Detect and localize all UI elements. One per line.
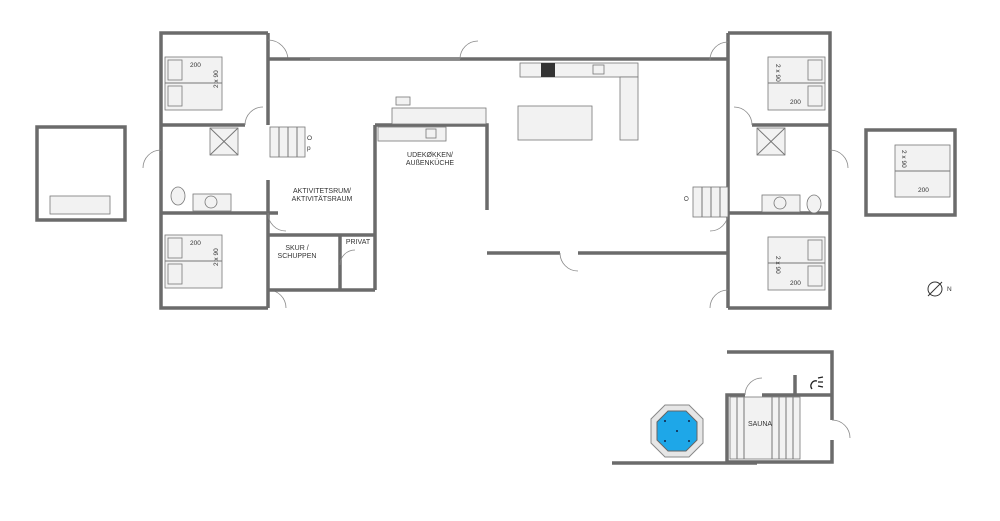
stairs-label: O: [307, 135, 312, 142]
room-label-shed: SKUR /: [285, 245, 308, 252]
right-wing: 200 2 x 90 200 2 x 90 O: [682, 31, 849, 310]
bed-width: 2 x 90: [213, 248, 220, 266]
room-label-activity: AKTIVITETSRUM/: [293, 188, 351, 195]
room-label-activity: AKTIVITÄTSRAUM: [292, 195, 353, 203]
kitchen-counter-side: [619, 76, 639, 141]
stove-icon: [541, 63, 555, 77]
room-label-private: PRIVAT: [346, 239, 371, 246]
right-annex: 200 2 x 90: [864, 128, 957, 217]
room-label-outdoor-kitchen: AUßENKÜCHE: [406, 159, 455, 167]
bed-top-left: 200 2 x 90: [164, 56, 223, 111]
bed-bottom-right: 200 2 x 90: [767, 236, 826, 291]
room-label-sauna: SAUNA: [748, 421, 772, 428]
sauna-benches: [729, 396, 801, 460]
room-label-shed: SCHUPPEN: [278, 253, 317, 260]
left-annex: [35, 125, 127, 222]
sofa-icon: [49, 195, 111, 215]
sink-icon: [592, 64, 605, 75]
bed-top-right: 200 2 x 90: [767, 56, 826, 111]
kitchen-island: [517, 105, 593, 141]
hot-tub: [650, 404, 704, 458]
north-label: N: [947, 286, 952, 293]
bed-length: 200: [190, 62, 201, 69]
bed-width: 2 x 90: [774, 64, 781, 82]
toilet-icon: [170, 186, 186, 206]
bed-width: 2 x 90: [774, 256, 781, 274]
room-label-outdoor-kitchen: UDEKØKKEN/: [407, 152, 453, 159]
toilet-icon: [806, 194, 822, 214]
kitchen-counter: [519, 62, 639, 78]
outdoor-counter: [391, 107, 487, 125]
main-hall: O p AKTIVITETSRUM/ AKTIVITÄTSRAUM SKUR /…: [268, 40, 730, 308]
stairs-label: O: [682, 196, 689, 201]
stairs-right: O: [682, 186, 729, 218]
grill-icon: [395, 96, 411, 106]
bed-bottom-left: 200 2 x 90: [164, 234, 223, 289]
bed-length: 200: [190, 240, 201, 247]
shower-head-icon: [810, 376, 824, 390]
stairs-label: p: [307, 145, 311, 152]
left-wing: 200 2 x 90 200 2 x 90: [142, 31, 289, 310]
bed-length: 200: [918, 187, 929, 194]
bed-width: 2 x 90: [900, 150, 907, 168]
stairs-left: O p: [269, 126, 312, 158]
bed-length: 200: [790, 280, 801, 287]
bed-length: 200: [790, 99, 801, 106]
sauna-building: SAUNA: [725, 350, 851, 464]
bed-width: 2 x 90: [213, 70, 220, 88]
compass-icon: N: [927, 281, 952, 297]
